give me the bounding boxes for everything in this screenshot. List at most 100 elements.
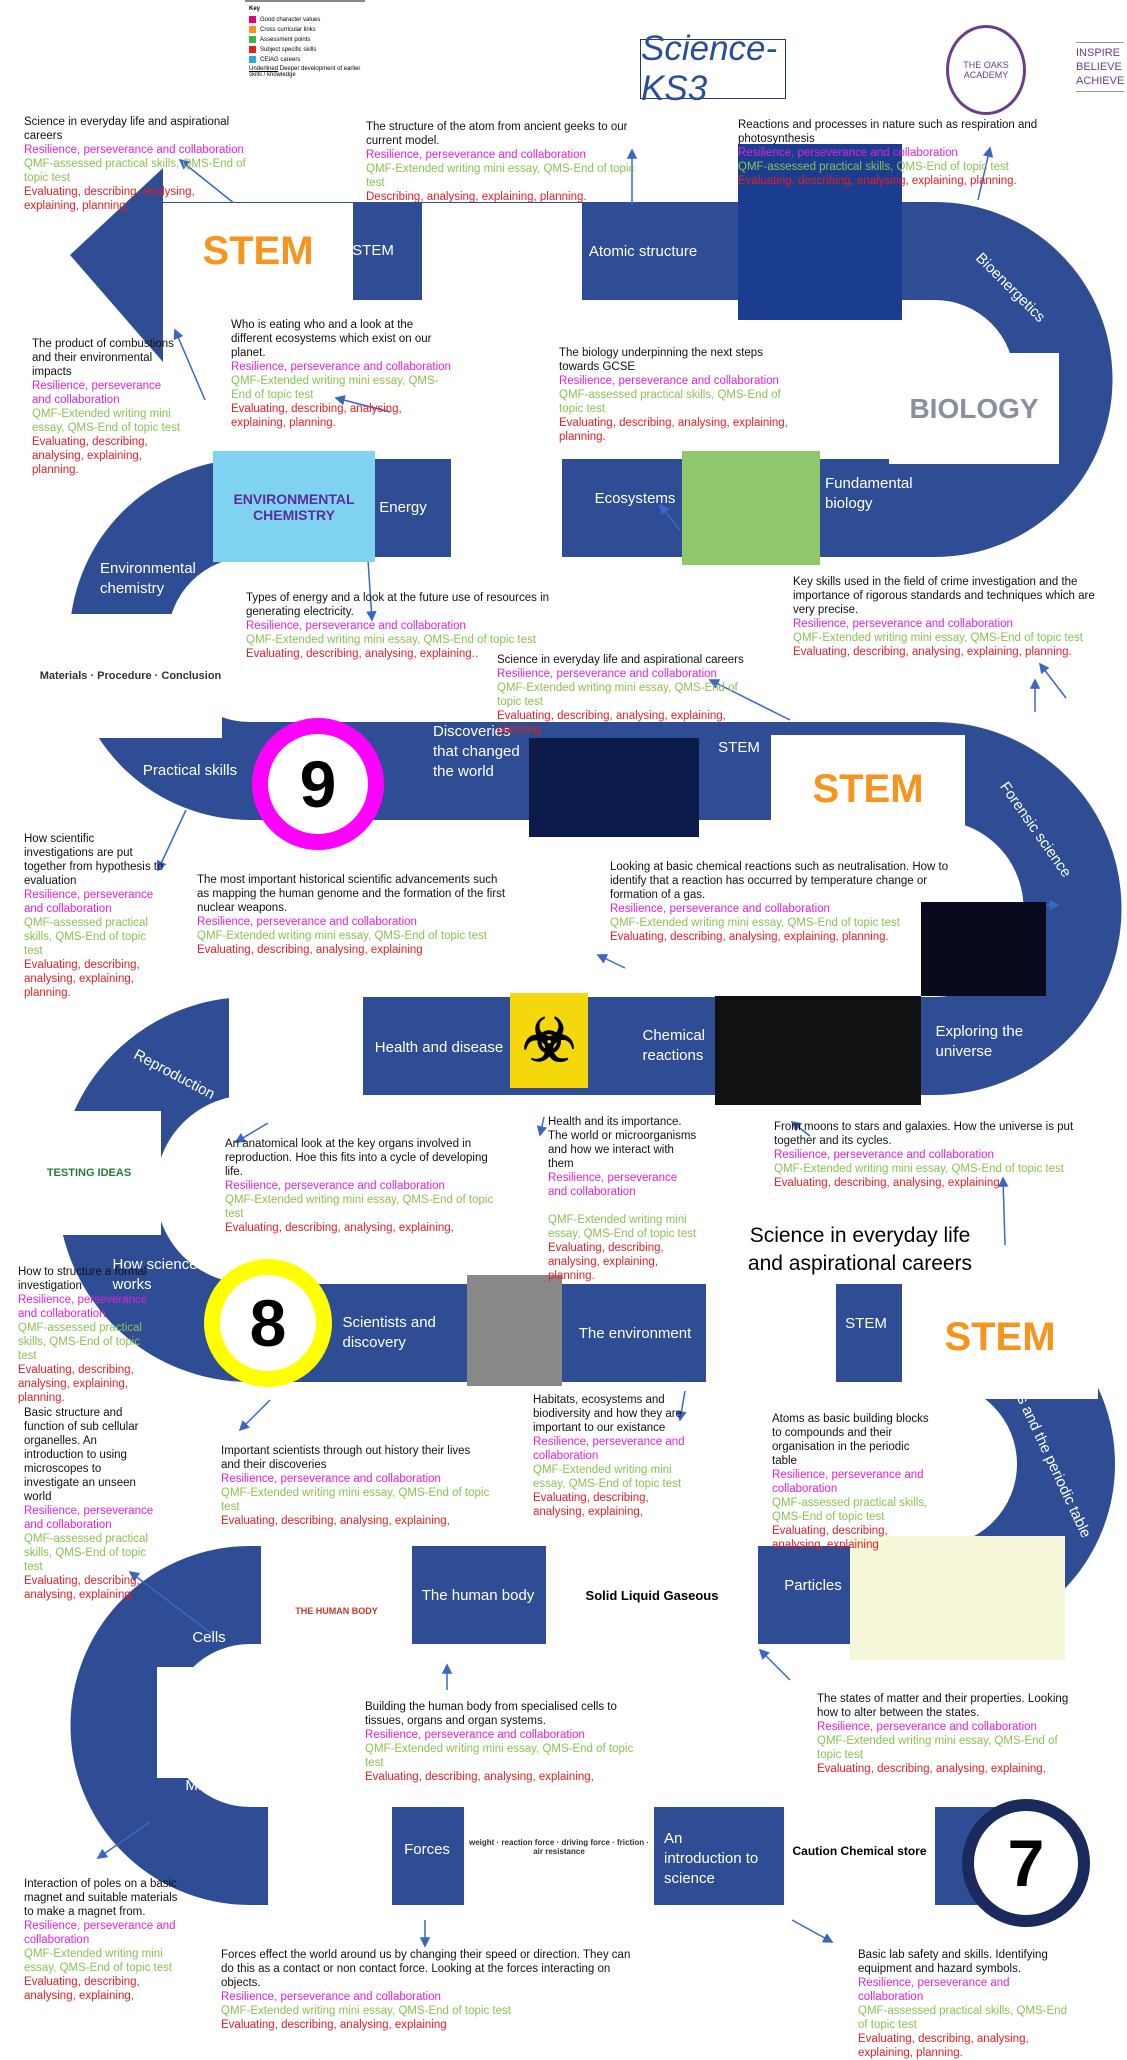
topic-description-block: Science in everyday life and aspirationa… [24, 115, 246, 213]
block-values: Resilience, perseverance and collaborati… [533, 1436, 685, 1462]
image-caption: TESTING IDEAS [46, 1167, 132, 1179]
block-desc: The structure of the atom from ancient g… [366, 121, 628, 147]
connector-arrow [367, 559, 373, 621]
image-caption: Materials · Procedure · Conclusion [39, 670, 222, 682]
block-assessment: QMF-Extended writing mini essay, QMS-End… [32, 408, 181, 434]
block-desc: Basic structure and function of sub cell… [24, 1407, 139, 1503]
topic-exploring-the-universe[interactable]: Exploring the universe [935, 1023, 1024, 1060]
block-desc: From moons to stars and galaxies. How th… [774, 1121, 1074, 1147]
connector-arrow [179, 159, 241, 209]
school-motto: INSPIRE BELIEVE ACHIEVE [1076, 42, 1125, 92]
block-values: Resilience, perseverance and collaborati… [221, 1991, 441, 2003]
block-skills: Evaluating, describing, analysing, expla… [610, 931, 889, 943]
year-number: 8 [249, 1286, 287, 1360]
arrow-head-icon [998, 1176, 1009, 1187]
block-skills: Evaluating, describing, analysing, expla… [497, 710, 726, 736]
block-assessment: QMF-Extended writing mini essay, QMS-End… [774, 1163, 1064, 1175]
arrow-head-icon [1029, 678, 1041, 689]
block-values: Resilience, perseverance and collaborati… [497, 668, 717, 680]
topic-practical-skills[interactable]: Practical skills [142, 762, 238, 779]
block-skills: Evaluating, describing, analysing, expla… [231, 403, 402, 429]
biology-icon: BIOLOGY [889, 353, 1059, 464]
topic-the-human-body[interactable]: The human body [421, 1587, 535, 1604]
topic-forces[interactable]: Forces [404, 1841, 450, 1858]
block-desc: An anatomical look at the key organs inv… [225, 1138, 488, 1178]
states-of-matter-icon: Solid Liquid Gaseous [546, 1540, 758, 1650]
image-caption: BIOLOGY [909, 392, 1039, 424]
block-values: Resilience, perseverance and collaborati… [32, 380, 162, 406]
connector-arrow [709, 679, 791, 721]
block-assessment: QMF-Extended writing mini essay, QMS-End… [225, 1194, 494, 1220]
topic-description-block: An anatomical look at the key organs inv… [225, 1137, 495, 1235]
motto-line: BELIEVE [1076, 61, 1122, 73]
topic-energy[interactable]: Energy [379, 499, 427, 516]
key-item-label: CEIAG careers [260, 56, 301, 63]
topic-particles[interactable]: Particles [784, 1577, 842, 1594]
topic-discoveries-that-changed-the-world[interactable]: Discoveries that changed the world [433, 723, 520, 780]
arrow-head-icon [96, 1848, 109, 1859]
block-desc: Atoms as basic building blocks to compou… [772, 1413, 929, 1467]
block-desc: Types of energy and a look at the future… [246, 592, 550, 618]
block-assessment: QMF-Extended writing mini essay, QMS-End… [817, 1735, 1058, 1761]
block-skills: Evaluating, describing, analysing, expla… [774, 1177, 1000, 1189]
arrow-head-icon [173, 328, 184, 341]
hazard-symbols-icon: Caution Chemical store [784, 1791, 935, 1911]
school-name: THE OAKS ACADEMY [963, 60, 1009, 80]
block-values: Resilience, perseverance and collaborati… [365, 1729, 585, 1741]
topic-magnetism[interactable]: Magnetism [185, 1777, 259, 1794]
key-underlined-word: Underlined [249, 66, 279, 72]
topic-the-environment[interactable]: The environment [578, 1325, 692, 1342]
block-values: Resilience, perseverance and collaborati… [858, 1977, 1010, 2003]
key-item-label: Assessment points [260, 36, 311, 43]
ecosystem-icon [682, 451, 820, 565]
block-skills: Evaluating, describing, analysing, expla… [365, 1771, 594, 1783]
topic-how-science-works[interactable]: How science works [112, 1256, 198, 1293]
topic-scientists-and-discovery[interactable]: Scientists and discovery [342, 1314, 436, 1351]
block-desc: How to structure a formal investigation [18, 1266, 147, 1292]
arrow-head-icon [1049, 899, 1060, 911]
arrow-head-icon [156, 859, 167, 872]
block-values: Resilience, perseverance and collaborati… [548, 1172, 678, 1198]
topic-chemical-reactions[interactable]: Chemical reactions [642, 1027, 706, 1064]
arrow-head-icon [596, 954, 609, 964]
block-skills: Evaluating, describing, analysing, expla… [772, 1525, 888, 1551]
topic-ecosystems[interactable]: Ecosystems [594, 490, 676, 507]
topic-description-block: The biology underpinning the next steps … [559, 346, 794, 444]
microscope-icon [157, 1667, 259, 1778]
topic-atomic-structure[interactable]: Atomic structure [588, 243, 698, 260]
topic-description-block: Reactions and processes in nature such a… [738, 118, 1063, 188]
chemical-flasks-icon [715, 996, 921, 1105]
environmental-chemistry-icon: ENVIRONMENTAL CHEMISTRY [213, 451, 375, 562]
block-values: Resilience, perseverance and collaborati… [774, 1149, 994, 1161]
einstein-photo-icon [467, 1275, 562, 1386]
image-caption: ENVIRONMENTAL CHEMISTRY [233, 490, 355, 523]
block-assessment: QMF-Extended writing mini essay, QMS-End… [221, 2005, 511, 2017]
arrow-head-icon [419, 1937, 431, 1948]
topic-description-block: The states of matter and their propertie… [817, 1692, 1077, 1776]
topic-stem[interactable]: STEM [845, 1315, 887, 1332]
topic-health-and-disease[interactable]: Health and disease [374, 1039, 504, 1056]
block-assessment: QMF-Extended writing mini essay, QMS-End… [231, 375, 439, 401]
image-caption: STEM [812, 766, 924, 811]
topic-environmental-chemistry[interactable]: Environmental chemistry [100, 560, 196, 597]
arrow-head-icon [366, 610, 377, 622]
topic-stem[interactable]: STEM [352, 242, 394, 259]
topic-description-block: How scientific investigations are put to… [24, 832, 164, 1000]
key-item-label: Good character values [260, 16, 321, 23]
arrow-head-icon [238, 1420, 250, 1432]
arrow-head-icon [758, 1648, 770, 1660]
image-caption: weight · reaction force · driving force … [468, 1837, 649, 1856]
block-assessment: QMF-assessed practical skills, QMS-End o… [738, 161, 1009, 173]
block-values: Resilience, perseverance and collaborati… [225, 1180, 445, 1192]
block-values: Resilience, perseverance and collaborati… [197, 916, 417, 928]
periodic-table-icon [850, 1536, 1065, 1660]
topic-an-introduction-to-science[interactable]: An introduction to science [664, 1830, 759, 1887]
block-desc: The product of combustions and their env… [32, 338, 174, 378]
year-number: 7 [1007, 1826, 1045, 1900]
block-skills: Evaluating, describing, analysing, expla… [559, 417, 788, 443]
topic-fundamental-biology[interactable]: Fundamental biology [825, 475, 913, 512]
block-assessment: QMF-Extended writing mini essay, QMS-End… [365, 1743, 634, 1769]
topic-stem[interactable]: STEM [718, 739, 760, 756]
connector-arrow [129, 1571, 213, 1635]
topic-cells[interactable]: Cells [192, 1629, 226, 1646]
